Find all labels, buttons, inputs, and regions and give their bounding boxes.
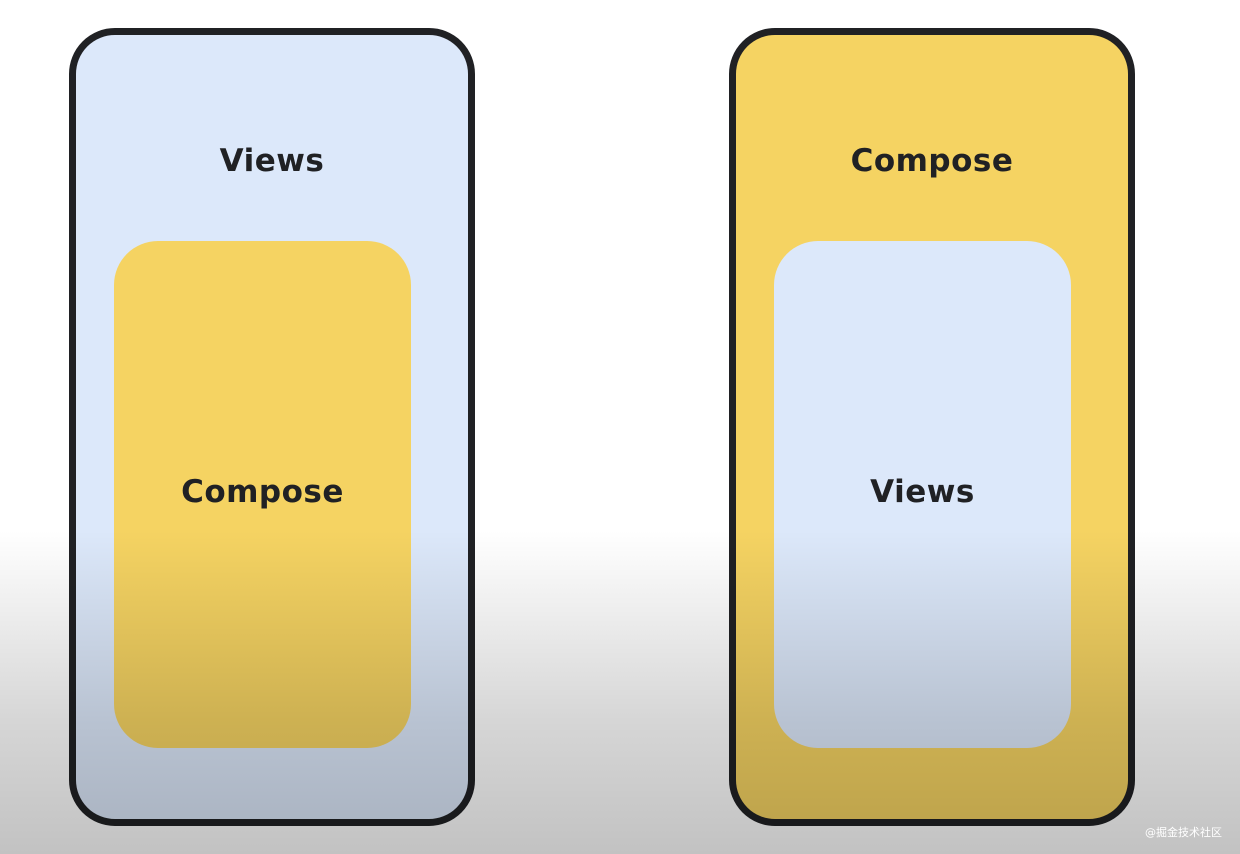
compose-inner-container: Compose bbox=[114, 241, 411, 748]
views-inner-container: Views bbox=[774, 241, 1071, 748]
compose-inner-label: Compose bbox=[181, 474, 344, 510]
compose-outer-label: Compose bbox=[850, 143, 1014, 179]
views-host-phone: Views Compose bbox=[69, 28, 475, 826]
watermark-text: @掘金技术社区 bbox=[1145, 826, 1222, 839]
compose-host-phone: Compose Views bbox=[729, 28, 1135, 826]
views-inner-label: Views bbox=[870, 474, 975, 510]
views-outer-label: Views bbox=[219, 143, 325, 179]
